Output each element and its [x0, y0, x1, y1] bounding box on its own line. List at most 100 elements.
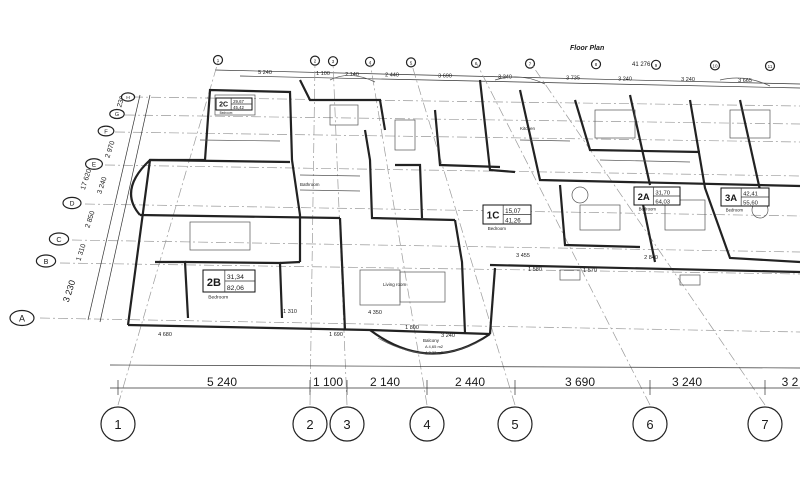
living-room-label: Living room [383, 282, 407, 287]
back-dimension-label: 3 690 [438, 74, 452, 80]
room-area-2: 55,60 [743, 201, 758, 207]
back-axis-bubble [212, 54, 224, 66]
room-code: 1C [487, 211, 500, 222]
back-axis-bubble [650, 59, 662, 70]
axis-bubble [497, 406, 533, 442]
axis-bubble-label: 2 [306, 417, 313, 432]
axis-bubble [409, 406, 445, 442]
balcony-label: Balcony [423, 338, 440, 343]
left-dimension-label: 1 310 [76, 243, 88, 262]
back-dimension-label: 3 735 [566, 75, 580, 81]
back-dimension-label: 2 440 [385, 73, 399, 79]
y-axis-bubble-label: A [19, 314, 25, 324]
back-axis-bubble [470, 57, 482, 69]
left-dimension-line [87, 94, 151, 323]
back-axis-bubble-label: 6 [475, 61, 478, 66]
back-dimension-label: 3 240 [681, 77, 695, 83]
front-dimension-label: 1 100 [313, 375, 343, 389]
axis-bubble-label: 5 [511, 417, 518, 432]
back-axis-bubble [709, 60, 721, 71]
axis-bubble [632, 406, 668, 442]
y-axis-bubble-label: F [104, 129, 108, 135]
y-axis-bubble-label: B [44, 257, 49, 266]
back-dimension-label: 3 665 [738, 78, 752, 84]
back-axis-bubble [364, 56, 376, 67]
room-code: 2C [219, 102, 228, 109]
kitchen-label: Kitchen [520, 126, 536, 131]
front-dimension-label: 3 2 [782, 375, 799, 389]
left-dimension-label: 2 850 [85, 210, 97, 229]
back-dimension-label: 3 240 [618, 76, 632, 82]
y-axis-bubble-label: G [115, 112, 119, 118]
back-axis-bubble [405, 57, 417, 68]
bathroom-label: Bathroom [300, 182, 320, 187]
y-axis-bubble [48, 232, 70, 246]
back-axis-bubble-label: 11 [768, 64, 773, 69]
room-label: Bedroom [488, 226, 507, 231]
y-axis-bubble-label: D [70, 201, 75, 208]
y-axis-bubble-label: E [92, 161, 96, 168]
room-area-1: 31,34 [227, 274, 244, 281]
left-dimension-label: 3 230 [61, 279, 77, 304]
room-label: Bedroom [639, 207, 657, 212]
back-axis-bubble [309, 55, 321, 66]
inner-dimension-label: 1 580 [528, 267, 542, 273]
y-axis-bubble-label: H [126, 95, 130, 101]
axis-line [117, 61, 219, 406]
axis-line [410, 61, 516, 406]
room-area-2: 45,42 [233, 105, 244, 110]
back-dimension-label: 1 100 [316, 71, 330, 77]
y-axis-bubble [9, 309, 35, 327]
left-dimension-label: 17 620 [80, 168, 93, 191]
back-axis-bubble-label: 1 [217, 58, 220, 63]
room-label: Bedroom [726, 208, 744, 213]
back-axis-bubble [590, 59, 602, 70]
interior-details [189, 94, 771, 306]
room-code: 2A [638, 192, 650, 203]
room-labels: Living room Balcony A 4,65 m2 A 2,32 m2 … [300, 126, 536, 355]
left-dimension-label: 3 240 [97, 176, 109, 195]
back-axis-bubble-label: 2 [314, 59, 317, 64]
balcony-area-1: A 4,65 m2 [425, 344, 444, 349]
axis-bubble [100, 406, 136, 442]
room-code: 2B [207, 277, 221, 289]
inner-dimension-label: 1 310 [283, 309, 297, 315]
back-axis-bubble-label: 3 [332, 59, 335, 64]
y-axis-bubble [35, 254, 57, 268]
y-axis-bubble [97, 125, 115, 137]
axis-bubble [292, 406, 328, 442]
total-dimension: 41 276 [632, 62, 651, 68]
y-axis-bubble-label: C [56, 235, 61, 244]
left-dimension-label: 2 970 [105, 140, 117, 159]
room-area-1: 15,07 [505, 208, 521, 215]
back-dimension-label: 2 140 [345, 72, 359, 78]
y-axis-bubble [84, 158, 103, 170]
inner-dimension-label: 1 570 [583, 268, 597, 274]
balcony-area-2: A 2,32 m2 [425, 350, 444, 355]
inner-dimension-label: 3 240 [441, 333, 455, 339]
back-axis-bubble-label: 9 [655, 63, 658, 68]
inner-dimension-label: 1 690 [329, 332, 343, 338]
inner-dimension-label: 4 680 [158, 332, 172, 338]
back-axis-bubble-label: 5 [410, 60, 413, 65]
axis-line [529, 61, 766, 406]
room-area-1: 29,67 [233, 99, 244, 104]
front-dimension-label: 3 690 [565, 375, 595, 389]
y-axis-bubble [109, 108, 125, 120]
inner-dimension-label: 2 840 [644, 255, 658, 261]
front-dimension-label: 3 240 [672, 375, 702, 389]
axis-bubble-label: 7 [761, 417, 768, 432]
front-dimension-label: 2 140 [370, 375, 400, 389]
back-dimension-label: 5 240 [258, 70, 272, 76]
axis-line [309, 61, 316, 406]
inner-dimension-label: 3 455 [516, 253, 530, 259]
